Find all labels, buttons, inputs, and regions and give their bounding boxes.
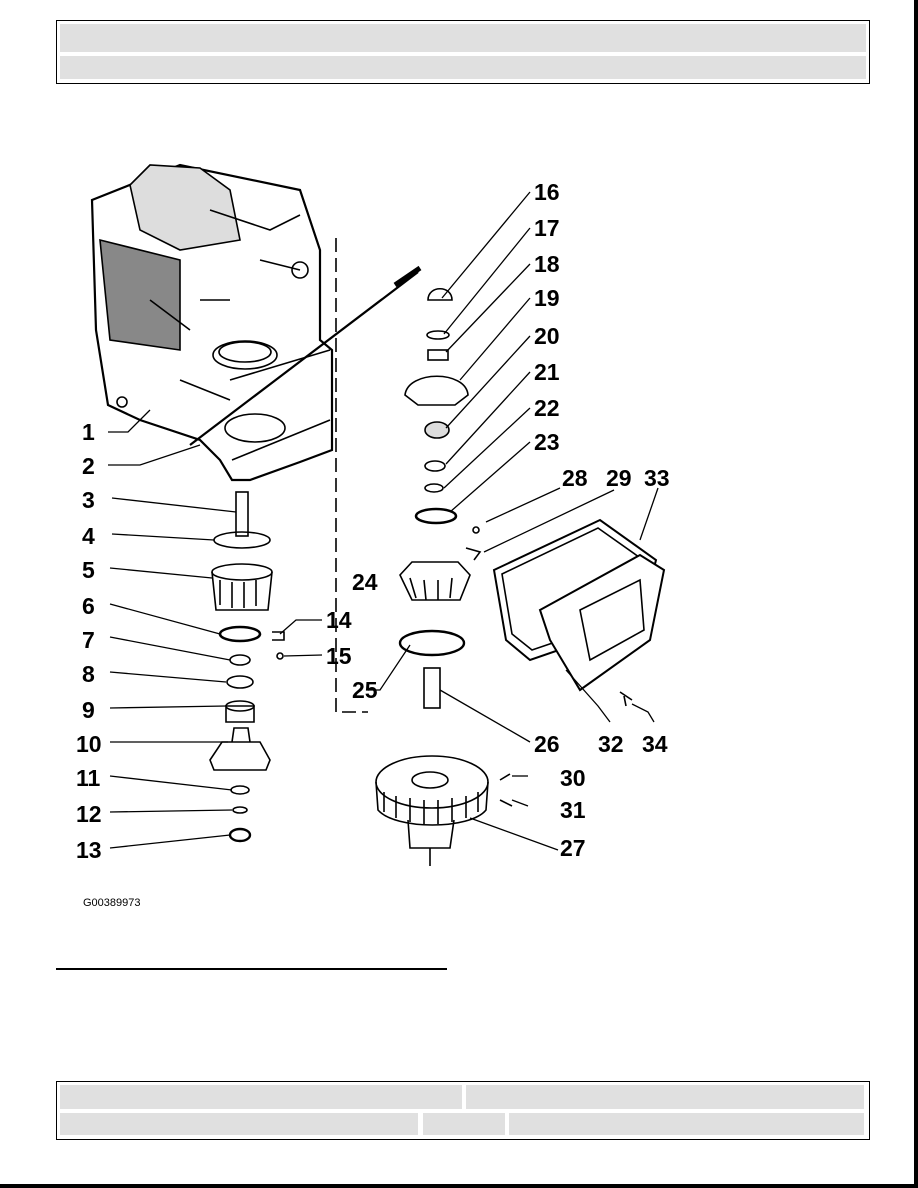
callout-1: 1 xyxy=(82,419,95,445)
footer-cell-bottom-1 xyxy=(60,1113,418,1135)
callout-5: 5 xyxy=(82,557,95,583)
callout-6: 6 xyxy=(82,593,95,619)
callout-27: 27 xyxy=(560,835,586,861)
centerline xyxy=(335,238,368,713)
callout-2: 2 xyxy=(82,453,95,479)
callout-3: 3 xyxy=(82,487,95,513)
page-header xyxy=(56,20,870,84)
footer-cell-bottom-2 xyxy=(423,1113,505,1135)
callout-4: 4 xyxy=(82,523,95,549)
callout-31: 31 xyxy=(560,797,586,823)
callout-16: 16 xyxy=(534,179,560,205)
callout-32: 32 xyxy=(598,731,624,757)
callout-19: 19 xyxy=(534,285,560,311)
callout-17: 17 xyxy=(534,215,560,241)
callout-20: 20 xyxy=(534,323,560,349)
callout-9: 9 xyxy=(82,697,95,723)
callout-12: 12 xyxy=(76,801,102,827)
transmission-housing xyxy=(90,163,334,482)
callout-24: 24 xyxy=(352,569,378,595)
callout-33: 33 xyxy=(644,465,670,491)
callout-11: 11 xyxy=(76,765,101,791)
callout-22: 22 xyxy=(534,395,560,421)
footer-cell-left-top xyxy=(60,1085,462,1109)
callout-30: 30 xyxy=(560,765,586,791)
callout-10: 10 xyxy=(76,731,102,757)
section-rule xyxy=(56,968,447,970)
figure-code: G00389973 xyxy=(83,897,141,909)
callout-28: 28 xyxy=(562,465,588,491)
callout-15: 15 xyxy=(326,643,352,669)
footer-cell-right-top xyxy=(466,1085,864,1109)
callout-29: 29 xyxy=(606,465,632,491)
callout-18: 18 xyxy=(534,251,560,277)
page-footer xyxy=(56,1081,870,1140)
callout-26: 26 xyxy=(534,731,560,757)
callout-21: 21 xyxy=(534,359,560,385)
header-title-row xyxy=(60,24,866,52)
callout-34: 34 xyxy=(642,731,668,757)
callout-7: 7 xyxy=(82,627,95,653)
callout-25: 25 xyxy=(352,677,378,703)
callout-14: 14 xyxy=(326,607,352,633)
header-subtitle-row xyxy=(60,56,866,79)
callout-8: 8 xyxy=(82,661,95,687)
callout-13: 13 xyxy=(76,837,102,863)
callout-23: 23 xyxy=(534,429,560,455)
footer-cell-bottom-3 xyxy=(509,1113,864,1135)
